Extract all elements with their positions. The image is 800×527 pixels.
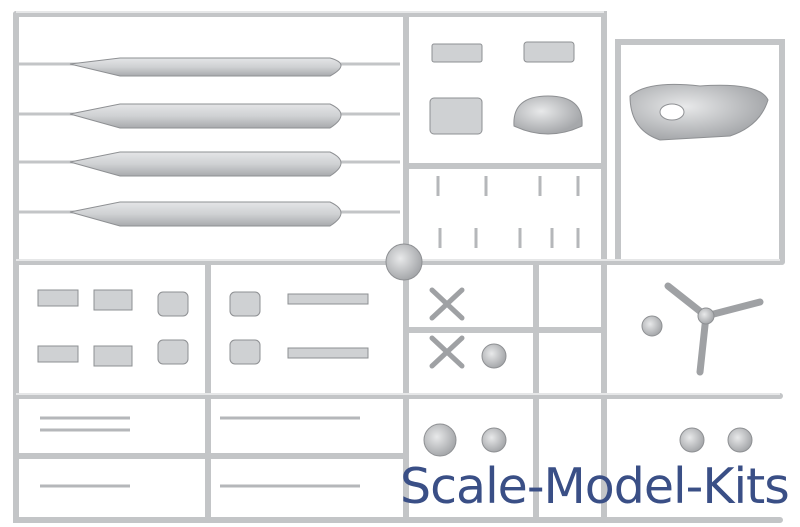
watermark-text: Scale-Model-Kits <box>400 458 790 515</box>
tail-boom-part <box>629 83 769 141</box>
rotor-blade-2 <box>16 103 400 129</box>
seat-parts <box>37 289 369 367</box>
rotor-blade-1 <box>16 57 400 77</box>
rotor-blade-parts <box>16 57 400 227</box>
wheel-parts <box>423 423 753 457</box>
rod-parts <box>40 416 360 488</box>
tail-rotor-part <box>664 282 764 376</box>
disc-part <box>641 315 663 337</box>
sprue-gate-hub <box>385 243 423 281</box>
rotor-blade-4 <box>16 201 400 227</box>
cross-parts <box>429 287 465 369</box>
hook-parts <box>436 176 580 248</box>
small-fitting-parts <box>429 41 583 135</box>
gearbox-part <box>481 343 507 369</box>
rotor-blade-3 <box>16 151 400 177</box>
